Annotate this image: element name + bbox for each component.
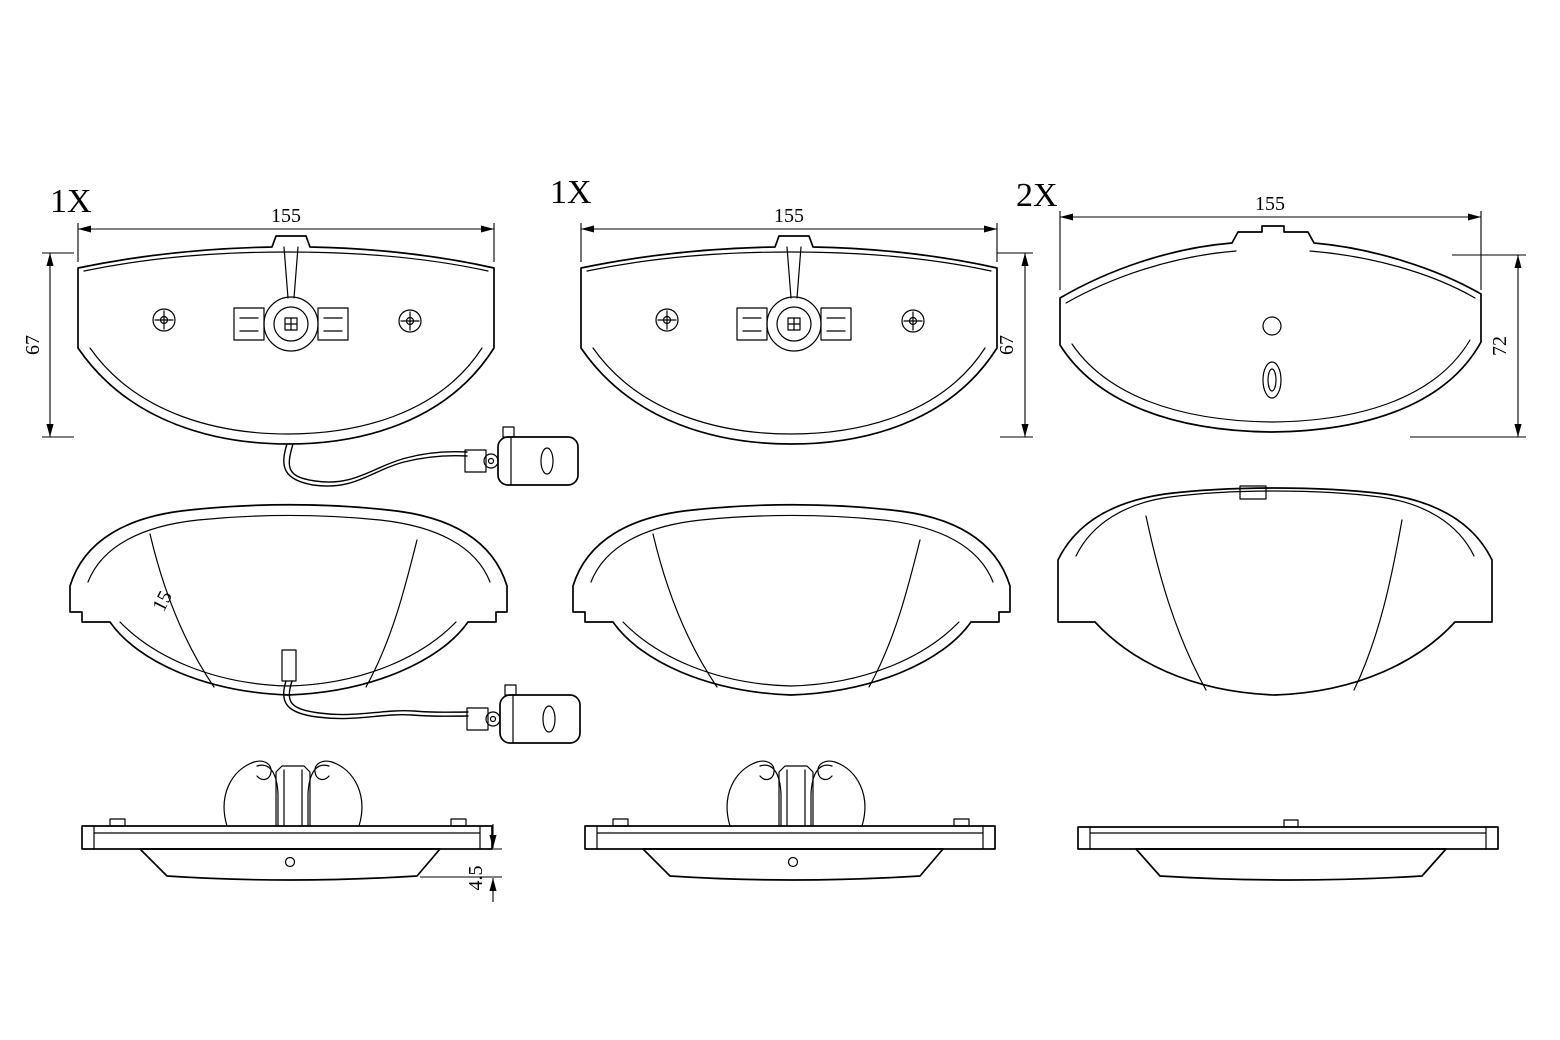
- height-dimension: 67: [996, 252, 1033, 438]
- pad-top-notch: [1239, 485, 1267, 500]
- width-dimension: 155: [580, 205, 998, 262]
- quantity-label: 1X: [550, 174, 592, 211]
- wear-sensor-wire-lower: [282, 680, 469, 720]
- height-dimension: 72: [1410, 254, 1526, 438]
- friction-material-edge: [1135, 848, 1447, 881]
- outer-backplate-top-view: [1059, 225, 1482, 433]
- inner-pad-column: 1X 155 67: [550, 174, 1033, 881]
- backplate-slot: [1262, 361, 1282, 399]
- inner-pad-views-middle: [572, 235, 1011, 881]
- outer-edge-view: [1077, 819, 1499, 881]
- friction-thickness-value: 15: [148, 587, 177, 615]
- quantity-label: 2X: [1016, 177, 1058, 214]
- inner-pad-sensor-column: 1X 155 67 15: [22, 183, 581, 902]
- height-value: 72: [1489, 336, 1511, 356]
- width-value: 155: [774, 205, 804, 227]
- inner-pad-views-left: [69, 235, 508, 881]
- wear-sensor-wire: [283, 443, 468, 487]
- connector-top: [464, 426, 579, 486]
- width-dimension: 155: [77, 205, 495, 262]
- width-dimension: 155: [1059, 193, 1482, 290]
- backplate-hole: [1262, 316, 1282, 336]
- height-dimension: 67: [22, 252, 74, 438]
- width-value: 155: [271, 205, 301, 227]
- outer-pad-column: 2X 155 72: [1016, 177, 1526, 881]
- height-value: 67: [996, 335, 1018, 355]
- connector-lower: [466, 684, 581, 744]
- backplate-thickness-value: 4.5: [465, 866, 487, 891]
- quantity-label: 1X: [50, 183, 92, 220]
- sensor-wire-mount: [281, 649, 297, 682]
- outer-friction-face-view: [1057, 485, 1493, 696]
- height-value: 67: [22, 335, 44, 355]
- backplate-thickness-dimension: 4.5: [420, 824, 502, 902]
- width-value: 155: [1255, 193, 1285, 215]
